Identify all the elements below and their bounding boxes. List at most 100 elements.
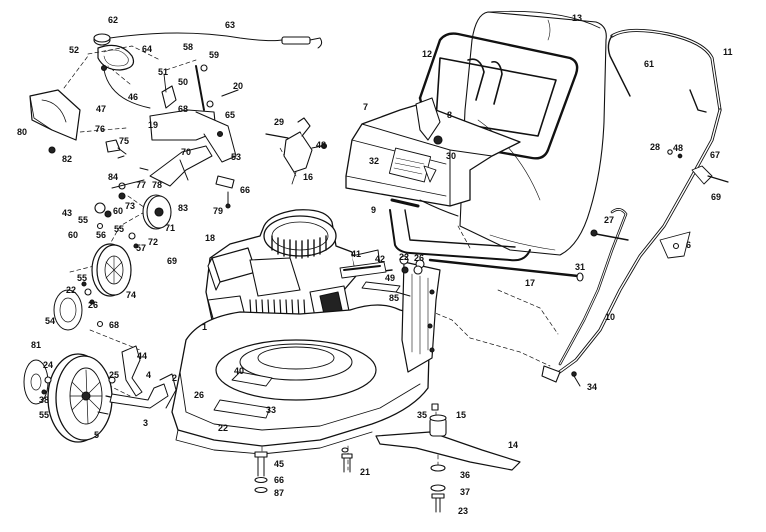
part-label-48-handle: 48 bbox=[673, 143, 684, 153]
part-label-65: 65 bbox=[225, 110, 236, 120]
part-label-42: 42 bbox=[375, 254, 386, 264]
part-label-66-bracket: 66 bbox=[240, 185, 251, 195]
part-label-29: 29 bbox=[274, 117, 285, 127]
part-label-49: 49 bbox=[385, 273, 396, 283]
part-label-79: 79 bbox=[213, 206, 224, 216]
part-label-75: 75 bbox=[119, 136, 130, 146]
part-label-58: 58 bbox=[183, 42, 194, 52]
part-label-55-gear: 55 bbox=[78, 215, 89, 225]
rear-rod bbox=[428, 258, 584, 282]
part-label-74: 74 bbox=[126, 290, 137, 300]
part-label-81: 81 bbox=[31, 340, 42, 350]
part-label-44: 44 bbox=[137, 351, 148, 361]
part-label-77: 77 bbox=[136, 180, 147, 190]
part-label-69-drive: 69 bbox=[167, 256, 178, 266]
drive-gear bbox=[94, 179, 172, 249]
part-label-26-wheel: 26 bbox=[88, 300, 99, 310]
part-label-67: 67 bbox=[710, 150, 721, 160]
part-label-22-catcher: 22 bbox=[399, 252, 410, 262]
part-label-10: 10 bbox=[605, 312, 616, 322]
part-label-60-gear: 60 bbox=[113, 206, 124, 216]
part-label-38: 38 bbox=[39, 395, 50, 405]
discharge-chute bbox=[29, 89, 81, 154]
part-label-51: 51 bbox=[158, 67, 169, 77]
part-label-19: 19 bbox=[148, 120, 159, 130]
part-label-55-drive: 55 bbox=[114, 224, 125, 234]
part-label-70: 70 bbox=[181, 147, 192, 157]
part-label-17: 17 bbox=[525, 278, 536, 288]
part-label-23: 23 bbox=[458, 506, 469, 516]
part-label-56: 56 bbox=[96, 230, 107, 240]
part-label-41: 41 bbox=[351, 249, 362, 259]
engine bbox=[205, 209, 393, 341]
misc-hardware bbox=[341, 265, 423, 453]
part-label-73: 73 bbox=[125, 201, 136, 211]
part-label-85: 85 bbox=[389, 293, 400, 303]
part-label-14: 14 bbox=[508, 440, 519, 450]
part-label-18: 18 bbox=[205, 233, 216, 243]
part-label-57: 57 bbox=[136, 243, 147, 253]
part-label-76: 76 bbox=[95, 124, 106, 134]
catcher-frame bbox=[389, 32, 579, 262]
part-label-37: 37 bbox=[460, 487, 471, 497]
part-label-60-washer: 60 bbox=[68, 230, 79, 240]
part-label-33: 33 bbox=[266, 405, 277, 415]
part-label-52: 52 bbox=[69, 45, 80, 55]
catcher-lid bbox=[345, 97, 521, 217]
throttle-lever bbox=[265, 117, 328, 185]
part-label-3: 3 bbox=[143, 418, 149, 428]
front-wheel bbox=[23, 345, 177, 443]
part-label-45: 45 bbox=[274, 459, 285, 469]
part-label-69-handle: 69 bbox=[711, 192, 722, 202]
part-label-24: 24 bbox=[43, 360, 54, 370]
part-label-12: 12 bbox=[422, 49, 433, 59]
part-label-22-wheel: 22 bbox=[66, 285, 77, 295]
part-label-46: 46 bbox=[128, 92, 139, 102]
part-label-11: 11 bbox=[723, 47, 733, 57]
part-label-32: 32 bbox=[369, 156, 380, 166]
part-label-43: 43 bbox=[62, 208, 73, 218]
part-label-59: 59 bbox=[209, 50, 220, 60]
part-label-62: 62 bbox=[108, 15, 119, 25]
part-label-13: 13 bbox=[572, 13, 583, 23]
part-label-4: 4 bbox=[146, 370, 152, 380]
part-label-6: 6 bbox=[686, 240, 692, 250]
part-label-83: 83 bbox=[178, 203, 189, 213]
mower-deck bbox=[171, 255, 441, 455]
part-label-7: 7 bbox=[363, 102, 369, 112]
part-label-21: 21 bbox=[360, 467, 371, 477]
part-label-54: 54 bbox=[45, 316, 56, 326]
part-label-5: 5 bbox=[94, 430, 100, 440]
part-label-48-throttle: 48 bbox=[316, 140, 327, 150]
part-label-80: 80 bbox=[17, 127, 28, 137]
part-label-55-wheel: 55 bbox=[77, 273, 88, 283]
part-label-16: 16 bbox=[303, 172, 314, 182]
part-label-35: 35 bbox=[417, 410, 428, 420]
part-label-68-bracket: 68 bbox=[178, 104, 189, 114]
part-label-36: 36 bbox=[460, 470, 471, 480]
blade-assembly bbox=[254, 403, 521, 513]
part-label-26-catcher: 26 bbox=[414, 253, 425, 263]
part-label-40: 40 bbox=[234, 366, 245, 376]
part-label-34: 34 bbox=[587, 382, 598, 392]
rear-wheel bbox=[53, 243, 132, 331]
part-label-78: 78 bbox=[152, 180, 163, 190]
part-label-30: 30 bbox=[446, 151, 457, 161]
part-label-9: 9 bbox=[371, 205, 377, 215]
part-label-22-deck: 22 bbox=[218, 423, 229, 433]
drive-belt-and-cable bbox=[93, 32, 323, 109]
part-label-66-bolt: 66 bbox=[274, 475, 285, 485]
part-label-87: 87 bbox=[274, 488, 285, 498]
part-label-53: 53 bbox=[231, 152, 242, 162]
part-label-55-front: 55 bbox=[39, 410, 50, 420]
part-label-63: 63 bbox=[225, 20, 236, 30]
part-label-68-wheel: 68 bbox=[109, 320, 120, 330]
part-label-8: 8 bbox=[447, 110, 453, 120]
part-label-61: 61 bbox=[644, 59, 655, 69]
part-label-25: 25 bbox=[109, 370, 120, 380]
control-bracket bbox=[105, 64, 239, 209]
part-label-47: 47 bbox=[96, 104, 107, 114]
part-label-64: 64 bbox=[142, 44, 153, 54]
